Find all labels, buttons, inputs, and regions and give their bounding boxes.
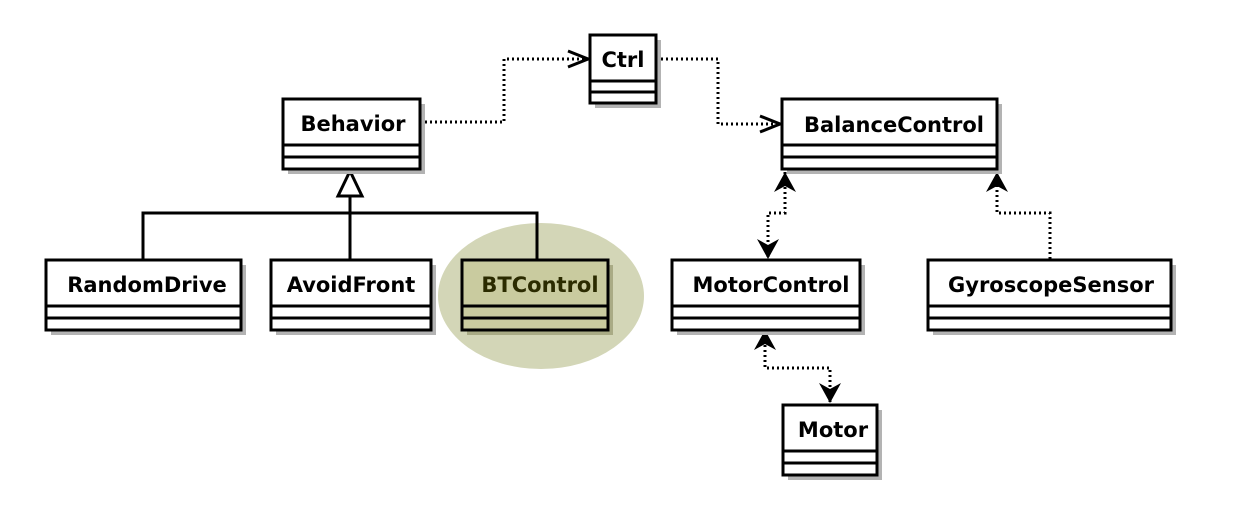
association-gyro-balance [986, 172, 1052, 259]
dependency-ctrl-balancecontrol [656, 57, 780, 124]
class-name: BalanceControl [804, 113, 984, 137]
class-name: Motor [798, 418, 869, 442]
class-name: MotorControl [693, 273, 850, 297]
class-name: RandomDrive [67, 273, 227, 297]
class-randomdrive[interactable]: RandomDrive [44, 258, 246, 335]
generalization-lines [141, 196, 539, 259]
class-motorcontrol[interactable]: MotorControl [670, 258, 865, 335]
generalization-triangle [335, 167, 365, 198]
class-name: BTControl [481, 273, 598, 297]
association-balance-motorcontrol [757, 172, 796, 259]
class-ctrl[interactable]: Ctrl [588, 33, 661, 108]
class-motor[interactable]: Motor [781, 403, 882, 480]
class-name: GyroscopeSensor [948, 273, 1155, 297]
class-behavior[interactable]: Behavior [281, 97, 425, 174]
association-motorcontrol-motor [754, 330, 841, 403]
class-btcontrol[interactable]: BTControl [460, 258, 613, 335]
class-gyroscopesensor[interactable]: GyroscopeSensor [926, 258, 1176, 335]
class-name: AvoidFront [287, 273, 416, 297]
class-name: Behavior [300, 112, 406, 136]
dependency-behavior-ctrl [420, 59, 588, 124]
class-name: Ctrl [601, 48, 644, 72]
class-balancecontrol[interactable]: BalanceControl [780, 97, 1002, 174]
class-avoidfront[interactable]: AvoidFront [269, 258, 436, 335]
